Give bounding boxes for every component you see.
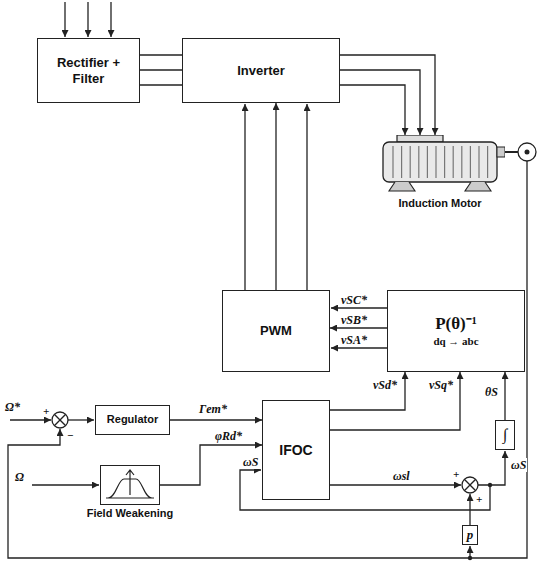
junction-dot (488, 483, 492, 487)
signal-name: vSB* (340, 313, 368, 327)
signal-name: vSC* (340, 293, 368, 307)
speed-signal: Ω (14, 470, 25, 484)
induction-motor: Induction Motor (375, 135, 505, 215)
signal-name: ωS (242, 455, 259, 469)
omega-s-wire (478, 451, 505, 485)
signal-connector (160, 445, 262, 485)
field-weakening-curve (100, 465, 160, 505)
signal-name: ωS (510, 458, 527, 472)
integrator-box: ∫ (495, 420, 515, 450)
speed-feedback (8, 161, 527, 558)
motor-part (383, 142, 497, 182)
bus-wire (140, 84, 182, 85)
edge-label: θS (484, 385, 499, 399)
cooling-fin (427, 146, 428, 178)
bus-wire (140, 54, 182, 55)
summing-cross (464, 479, 475, 490)
cooling-fin (444, 146, 445, 178)
motor-part (497, 147, 505, 157)
node-title: Inverter (237, 63, 285, 79)
cooling-fin (478, 146, 479, 178)
gate-signal (306, 104, 307, 290)
signal-connector (140, 69, 182, 70)
reference-wire (331, 347, 387, 348)
mains-input (64, 2, 65, 37)
sign: + (475, 492, 483, 506)
gate-signal (244, 104, 245, 290)
reference-wire (331, 307, 387, 308)
cooling-fin (410, 146, 411, 178)
cooling-fin (487, 146, 488, 178)
edge-label: Γem* (198, 402, 228, 416)
node-title: Rectifier + Filter (42, 55, 135, 86)
cooling-fin (392, 146, 393, 178)
signal-connector (330, 327, 387, 328)
gain-box: p (462, 525, 478, 545)
junction-dot (468, 556, 472, 560)
edge-label: vSd* (372, 378, 398, 392)
node-title: p (467, 527, 474, 543)
transform-box: P(θ)⁻¹dq → abc (387, 290, 525, 372)
summing-junction (462, 477, 478, 493)
regulator-box: Regulator (95, 405, 170, 435)
edge-label: φRd* (214, 429, 243, 443)
node-title: IFOC (279, 442, 312, 459)
slip-wire (330, 484, 461, 485)
sign: + (452, 467, 460, 481)
pwm-box: PWM (222, 290, 330, 372)
motor-part (397, 135, 443, 142)
error-wire (68, 419, 94, 420)
summing-cross (54, 414, 65, 425)
node-subtitle: dq → abc (433, 335, 478, 348)
motor-drawing (375, 135, 505, 197)
summing-cross (464, 479, 475, 490)
signal-connector (275, 103, 276, 290)
speed-sensor-hub (525, 150, 530, 155)
cooling-fin (453, 146, 454, 178)
node-title: P(θ)⁻¹ (435, 314, 477, 334)
motor-part (389, 182, 491, 191)
signal-connector (330, 372, 405, 410)
speed-reference: Ω* (4, 400, 21, 414)
cooling-fin (418, 146, 419, 178)
reference-input (10, 419, 51, 420)
node-title: PWM (260, 323, 292, 339)
signal-name: vSA* (340, 333, 368, 347)
signal-connector (330, 372, 460, 430)
mains-input (110, 2, 111, 37)
cooling-fin (470, 146, 471, 178)
signal-connector (170, 419, 262, 420)
cooling-fin (435, 146, 436, 178)
field-weakening-block: Field Weakening (100, 465, 160, 505)
ifoc-box: IFOC (262, 400, 330, 500)
signal-connector (504, 372, 505, 420)
summing-junction (52, 412, 68, 428)
phase-wire (340, 85, 405, 135)
cooling-fin (401, 146, 402, 178)
mains-input (87, 2, 88, 37)
sign: − (66, 428, 75, 442)
node-title: Field Weakening (87, 507, 174, 520)
curve-line (106, 470, 154, 498)
summing-cross (54, 414, 65, 425)
rotor-speed-wire (469, 494, 470, 525)
motor-shaft (505, 151, 518, 153)
edge-label: vSq* (428, 378, 454, 392)
signal-name: ωsl (392, 469, 411, 483)
speed-input (32, 484, 99, 485)
inverter-box: Inverter (182, 38, 340, 103)
node-title: Induction Motor (375, 197, 505, 210)
node-title: Regulator (107, 413, 158, 426)
phase-wire (340, 55, 435, 135)
signal-connector (340, 70, 420, 135)
sign: + (42, 404, 50, 418)
rectifier-box: Rectifier + Filter (37, 38, 140, 103)
cooling-fin (461, 146, 462, 178)
node-title: ∫ (503, 425, 507, 444)
speed-sensor (518, 143, 536, 161)
